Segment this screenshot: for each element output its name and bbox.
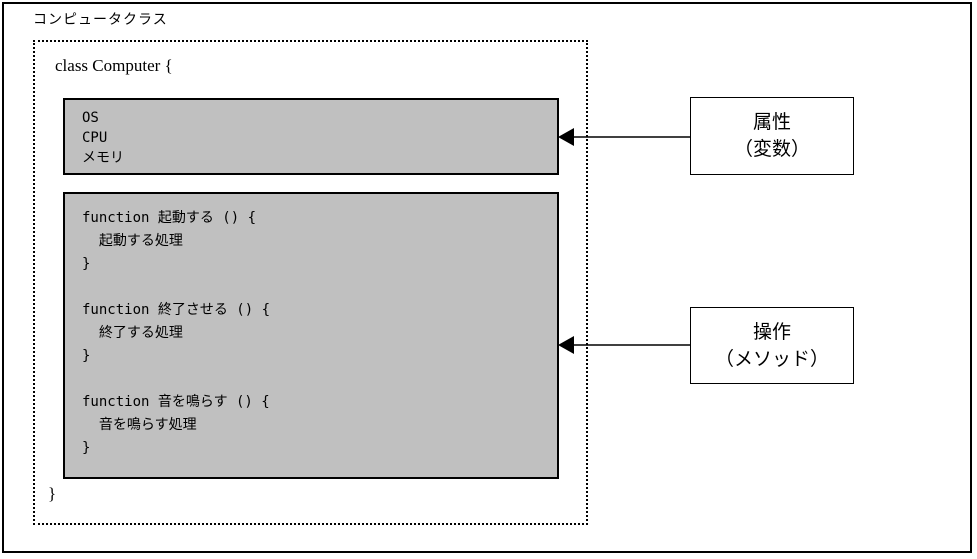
annotation-attributes: 属性 （変数） [690,97,854,175]
annotation-methods-subtitle: （メソッド） [714,348,829,370]
methods-code: function 起動する () { 起動する処理 } function 終了さ… [82,210,271,456]
class-definition-frame [33,40,588,525]
arrow-to-methods-icon [558,336,691,354]
arrow-to-attributes-icon [558,128,691,146]
class-open-line: class Computer { [55,56,173,75]
annotation-methods-title: 操作 [752,321,791,343]
annotation-attributes-title: 属性 [752,112,791,133]
annotation-methods: 操作 （メソッド） [690,307,854,384]
diagram-title: コンピュータクラス [33,11,168,27]
class-close-line: } [48,484,57,503]
methods-box: function 起動する () { 起動する処理 } function 終了さ… [63,192,559,479]
attributes-code: OS CPU メモリ [82,110,124,166]
annotation-attributes-subtitle: （変数） [733,139,810,160]
attributes-box: OS CPU メモリ [63,98,559,175]
